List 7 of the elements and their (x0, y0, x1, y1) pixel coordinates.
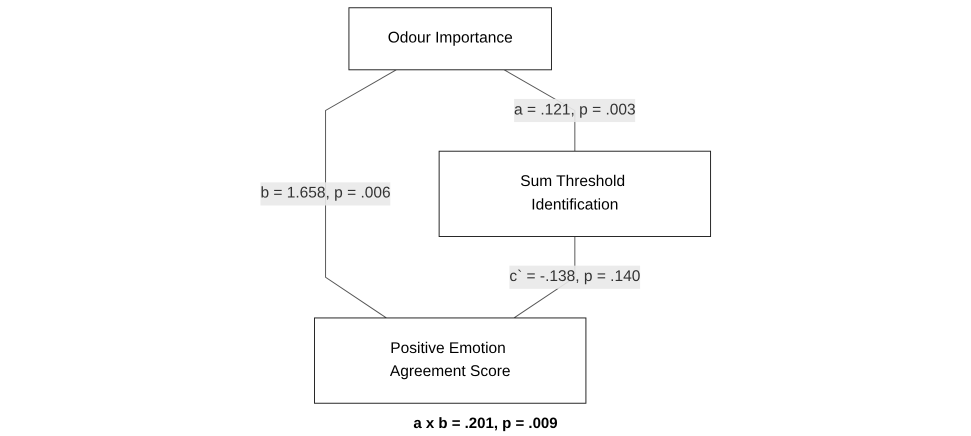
variable-box: Positive Emotion Agreement Score (314, 317, 586, 404)
coefficient-label: c` = -.138, p = .140 (509, 266, 640, 289)
indirect-effect-note: a x b = .201, p = .009 (413, 415, 558, 432)
coefficient-label: b = 1.658, p = .006 (260, 182, 391, 206)
variable-box: Odour Importance (348, 7, 552, 70)
variable-box: Sum Threshold Identification (438, 150, 712, 237)
coefficient-label: a = .121, p = .003 (514, 98, 636, 122)
